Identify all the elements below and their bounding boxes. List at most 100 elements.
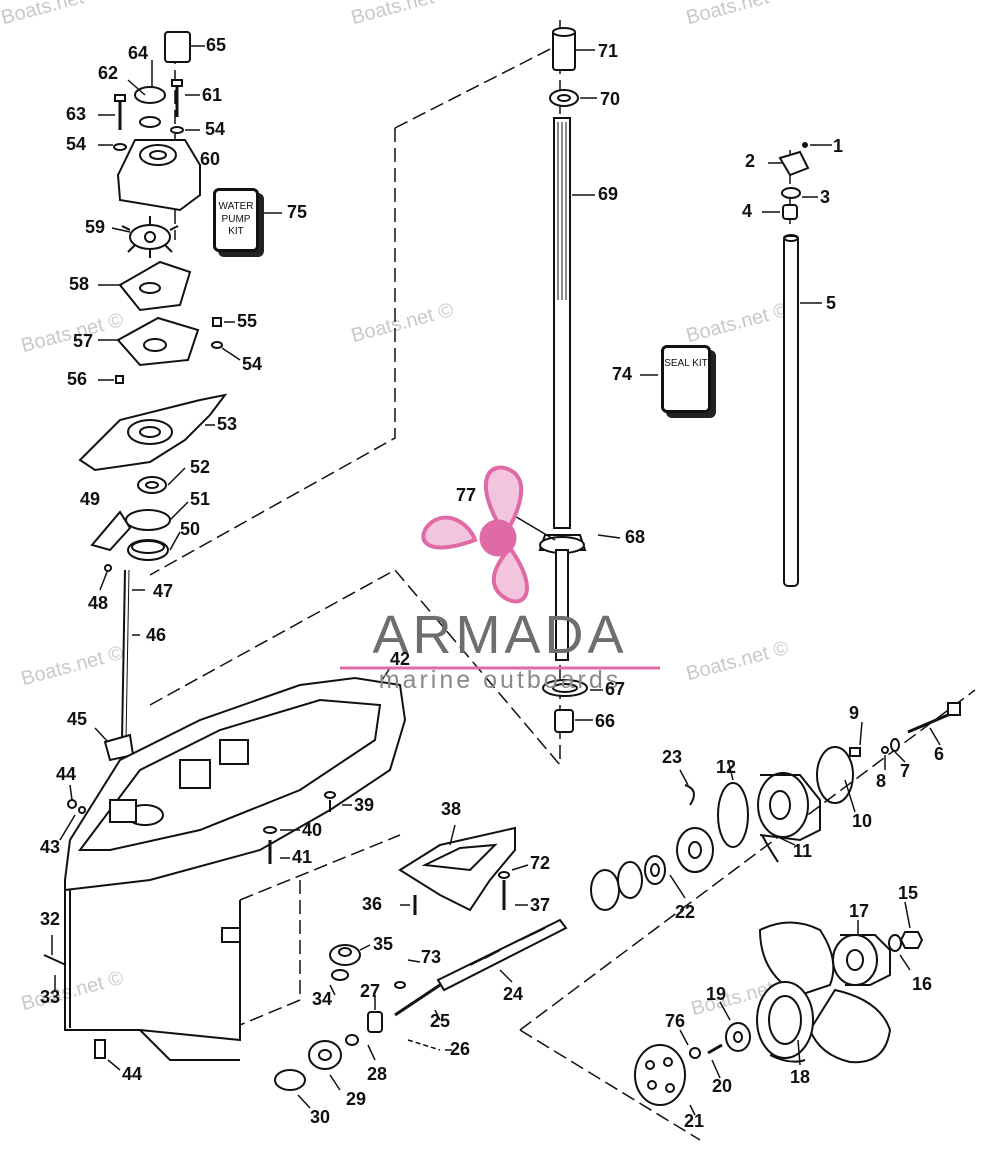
seal-kit-box: SEAL KIT bbox=[661, 345, 711, 413]
callout-55: 55 bbox=[237, 311, 258, 331]
driveshaft bbox=[538, 117, 587, 661]
callout-73: 73 bbox=[421, 947, 442, 967]
callout-75: 75 bbox=[287, 202, 308, 222]
callout-43: 43 bbox=[40, 837, 61, 857]
callout-2: 2 bbox=[745, 151, 756, 171]
callout-9: 9 bbox=[849, 703, 860, 723]
callout-54: 54 bbox=[205, 119, 226, 139]
callout-44: 44 bbox=[56, 764, 77, 784]
propeller-shaft bbox=[436, 918, 568, 992]
callout-22: 22 bbox=[675, 902, 696, 922]
callout-64: 64 bbox=[128, 43, 149, 63]
callout-32: 32 bbox=[40, 909, 61, 929]
callout-26: 26 bbox=[450, 1039, 471, 1059]
callout-11: 11 bbox=[793, 841, 813, 861]
callout-35: 35 bbox=[373, 934, 394, 954]
callout-77: 77 bbox=[456, 485, 477, 505]
clip-49 bbox=[90, 510, 132, 552]
callout-51: 51 bbox=[190, 489, 211, 509]
callout-45: 45 bbox=[67, 709, 88, 729]
o-ring-12 bbox=[717, 782, 749, 848]
callout-67: 67 bbox=[605, 679, 626, 699]
callout-62: 62 bbox=[98, 63, 119, 83]
brand-name: ARMADA bbox=[372, 605, 628, 665]
callout-37: 37 bbox=[530, 895, 551, 915]
callout-19: 19 bbox=[706, 984, 727, 1004]
callout-41: 41 bbox=[292, 847, 313, 867]
callout-57: 57 bbox=[73, 331, 94, 351]
bearing-30 bbox=[274, 1069, 306, 1091]
callout-38: 38 bbox=[441, 799, 462, 819]
callout-24: 24 bbox=[503, 984, 524, 1004]
washer-67 bbox=[542, 679, 588, 697]
callout-72: 72 bbox=[530, 853, 551, 873]
callout-54: 54 bbox=[242, 354, 263, 374]
grommet-64 bbox=[134, 86, 166, 104]
callout-69: 69 bbox=[598, 184, 619, 204]
callout-68: 68 bbox=[625, 527, 646, 547]
callout-10: 10 bbox=[852, 811, 873, 831]
clutch-27 bbox=[367, 1011, 383, 1033]
callout-27: 27 bbox=[360, 981, 381, 1001]
callout-70: 70 bbox=[600, 89, 621, 109]
o-ring-10 bbox=[816, 746, 854, 804]
callout-39: 39 bbox=[354, 795, 375, 815]
bearing-carrier bbox=[757, 772, 809, 838]
callout-66: 66 bbox=[595, 711, 616, 731]
shift-lever-2 bbox=[778, 150, 810, 177]
callout-50: 50 bbox=[180, 519, 201, 539]
brand-logo bbox=[421, 465, 529, 604]
callout-6: 6 bbox=[934, 744, 945, 764]
gasket-57 bbox=[116, 316, 200, 367]
callout-23: 23 bbox=[662, 747, 683, 767]
seal-70 bbox=[549, 89, 579, 107]
callout-34: 34 bbox=[312, 989, 333, 1009]
tube-65 bbox=[164, 31, 191, 63]
callout-71: 71 bbox=[598, 41, 619, 61]
gearcase-housing bbox=[64, 676, 407, 1061]
callout-56: 56 bbox=[67, 369, 88, 389]
callout-61: 61 bbox=[202, 85, 223, 105]
pump-housing bbox=[116, 139, 201, 212]
callout-53: 53 bbox=[217, 414, 238, 434]
callout-16: 16 bbox=[912, 974, 933, 994]
callout-52: 52 bbox=[190, 457, 211, 477]
spacer-17 bbox=[832, 934, 878, 986]
callout-25: 25 bbox=[430, 1011, 451, 1031]
callout-12: 12 bbox=[716, 757, 737, 777]
o-ring-51 bbox=[125, 509, 171, 531]
callout-65: 65 bbox=[206, 35, 227, 55]
callout-18: 18 bbox=[790, 1067, 811, 1087]
thrust-hub-21 bbox=[634, 1044, 686, 1106]
callout-33: 33 bbox=[40, 987, 61, 1007]
callout-48: 48 bbox=[88, 593, 109, 613]
callout-47: 47 bbox=[153, 581, 174, 601]
callout-7: 7 bbox=[900, 761, 911, 781]
callout-15: 15 bbox=[898, 883, 919, 903]
callout-5: 5 bbox=[826, 293, 837, 313]
callout-4: 4 bbox=[742, 201, 753, 221]
callout-74: 74 bbox=[612, 364, 633, 384]
callout-54: 54 bbox=[66, 134, 87, 154]
callout-30: 30 bbox=[310, 1107, 331, 1127]
brand-wordmark: ARMADA marine outboards bbox=[340, 608, 660, 693]
callout-58: 58 bbox=[69, 274, 90, 294]
callout-42: 42 bbox=[390, 649, 411, 669]
callout-29: 29 bbox=[346, 1089, 367, 1109]
callout-17: 17 bbox=[849, 901, 870, 921]
callout-76: 76 bbox=[665, 1011, 686, 1031]
callout-40: 40 bbox=[302, 820, 323, 840]
callout-46: 46 bbox=[146, 625, 167, 645]
callout-63: 63 bbox=[66, 104, 87, 124]
callout-49: 49 bbox=[80, 489, 101, 509]
bearing-66 bbox=[554, 709, 574, 733]
callout-36: 36 bbox=[362, 894, 383, 914]
callout-1: 1 bbox=[833, 136, 844, 156]
plate-58 bbox=[118, 260, 192, 312]
impeller bbox=[121, 216, 179, 258]
callout-60: 60 bbox=[200, 149, 221, 169]
seal-52 bbox=[137, 476, 167, 494]
callout-59: 59 bbox=[85, 217, 106, 237]
